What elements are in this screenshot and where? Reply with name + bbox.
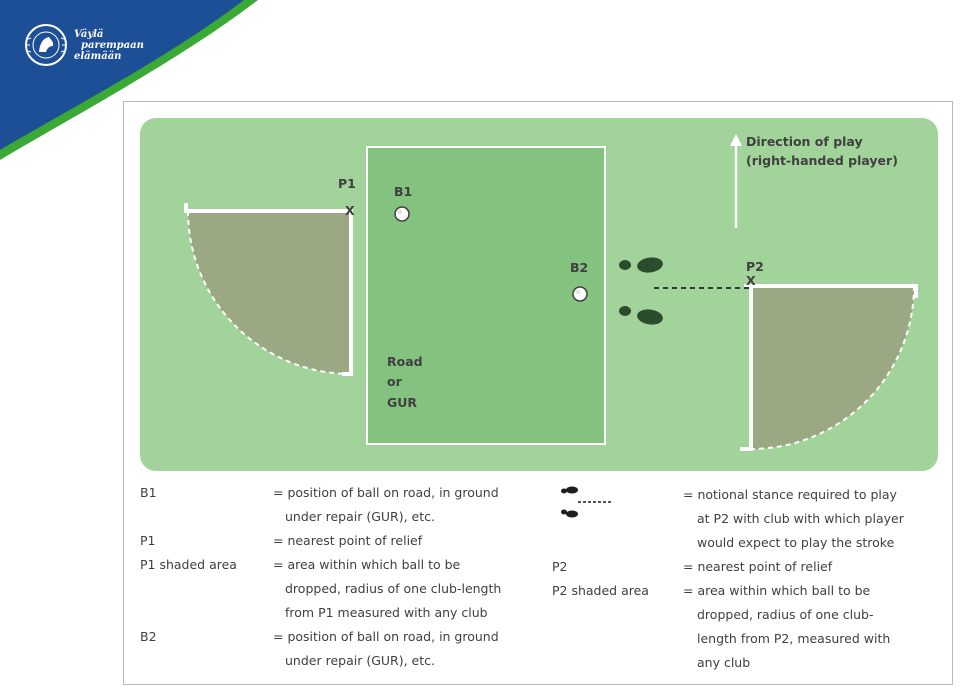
- brand-band-blue: [0, 0, 244, 150]
- direction-label-2: (right-handed player): [746, 153, 898, 168]
- legend-right-row: would expect to play the stroke: [552, 531, 947, 555]
- legend-desc: dropped, radius of one club-: [697, 607, 874, 622]
- legend-right-row: dropped, radius of one club-: [552, 603, 947, 627]
- legend-desc: = nearest point of relief: [683, 559, 833, 574]
- legend-left-row: B2 = position of ball on road, in ground: [140, 625, 540, 649]
- b2-label: B2: [570, 260, 588, 275]
- legend-left-row: P1 shaded area = area within which ball t…: [140, 553, 540, 577]
- legend-right: = notional stance required to play at P2…: [552, 483, 947, 675]
- legend-desc: under repair (GUR), etc.: [285, 653, 435, 668]
- legend-desc: = notional stance required to play: [683, 487, 897, 502]
- legend-desc: = nearest point of relief: [273, 533, 423, 548]
- legend-term: P1: [140, 533, 156, 548]
- p1-area-boundary: [187, 210, 352, 375]
- legend-right-row: any club: [552, 651, 947, 675]
- relief-diagram: Direction of play (right-handed player) …: [140, 118, 938, 471]
- legend-left-row: from P1 measured with any club: [140, 601, 540, 625]
- legend-right-row: at P2 with club with which player: [552, 507, 947, 531]
- legend-desc: = area within which ball to be: [273, 557, 461, 572]
- legend-desc: = position of ball on road, in ground: [273, 485, 499, 500]
- road-label-1: Road: [387, 354, 423, 369]
- legend-desc: dropped, radius of one club-length: [285, 581, 502, 596]
- legend-right-row: = notional stance required to play: [552, 483, 947, 507]
- legend-right-row: P2 shaded area = area within which ball t…: [552, 579, 947, 603]
- p2-area-edges: [740, 284, 918, 451]
- legend-term: B2: [140, 629, 157, 644]
- p1-label: P1: [338, 176, 356, 191]
- b1-label: B1: [394, 184, 412, 199]
- logo-slogan-line2: parempaan: [81, 40, 144, 51]
- legend-left-row: B1 = position of ball on road, in ground: [140, 481, 540, 505]
- legend-term: B1: [140, 485, 157, 500]
- road-area: [366, 146, 606, 445]
- p2-mark: X: [746, 273, 756, 288]
- logo-slogan-line3: elämään: [74, 51, 122, 62]
- legend-left-row: dropped, radius of one club-length: [140, 577, 540, 601]
- p2-label: P2: [746, 259, 764, 274]
- legend-term: P1 shaded area: [140, 557, 237, 572]
- legend-term: P2 shaded area: [552, 583, 649, 598]
- p2-shaded-area: [751, 286, 914, 449]
- road-label-3: GUR: [387, 395, 417, 410]
- header-brand-band: [0, 0, 300, 166]
- ball-b2-icon: [572, 286, 588, 302]
- legend-desc: = area within which ball to be: [683, 583, 871, 598]
- legend-desc: any club: [697, 655, 751, 670]
- p1-shaded-area: [188, 211, 351, 374]
- p1-mark: X: [345, 203, 355, 218]
- road-label-2: or: [387, 374, 403, 389]
- legend-desc: would expect to play the stroke: [697, 535, 895, 550]
- legend-desc: = position of ball on road, in ground: [273, 629, 499, 644]
- p2-area-boundary: [750, 285, 915, 450]
- direction-arrow-icon: [730, 134, 742, 228]
- legend-desc: at P2 with club with which player: [697, 511, 904, 526]
- legend-desc: from P1 measured with any club: [285, 605, 488, 620]
- legend-right-row: length from P2, measured with: [552, 627, 947, 651]
- direction-label-1: Direction of play: [746, 134, 863, 149]
- logo-slogan: Väylä parempaan elämään: [74, 29, 144, 62]
- golf-federation-seal-icon: [25, 24, 67, 66]
- legend-term: P2: [552, 559, 568, 574]
- legend-left-row: under repair (GUR), etc.: [140, 505, 540, 529]
- logo-slogan-line1: Väylä: [74, 29, 104, 40]
- stance-footprints-icon: [619, 257, 663, 325]
- ball-b1-icon: [394, 206, 410, 222]
- legend-desc: length from P2, measured with: [697, 631, 891, 646]
- stance-legend-icon: [561, 486, 612, 518]
- p1-area-edges: [184, 203, 353, 376]
- legend-right-row: P2 = nearest point of relief: [552, 555, 947, 579]
- legend-left-row: under repair (GUR), etc.: [140, 649, 540, 673]
- legend-desc: under repair (GUR), etc.: [285, 509, 435, 524]
- legend-left: B1= position of ball on road, in ground …: [140, 481, 540, 673]
- diagram-frame: Direction of play (right-handed player) …: [123, 101, 953, 685]
- legend-left-row: P1 = nearest point of relief: [140, 529, 540, 553]
